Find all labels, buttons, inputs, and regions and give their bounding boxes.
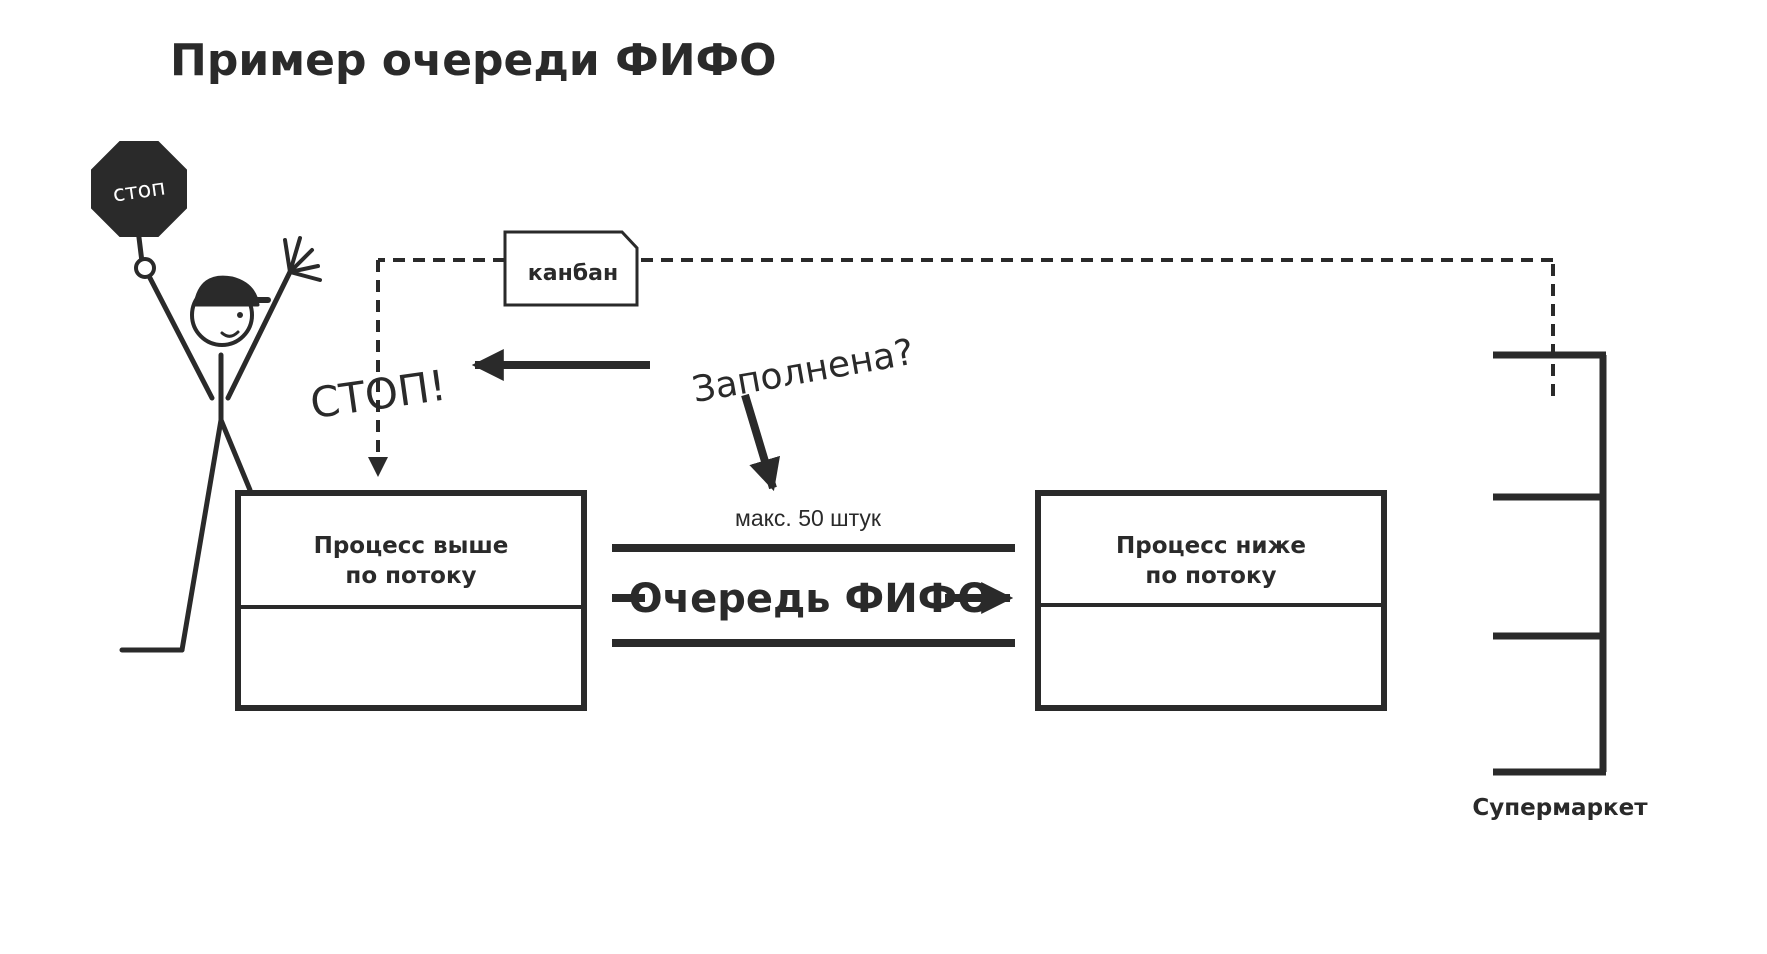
stop-sign-octagon [91,141,187,237]
kanban-loop [368,258,1555,477]
kanban-card: канбан [503,230,639,307]
question-arrow [741,393,781,492]
full-question: Заполнена? [689,332,917,411]
stick-figure [119,202,322,653]
downstream-process-line1: Процесс ниже [1116,533,1306,559]
supermarket-shelf [1493,351,1607,776]
stop-shout: СТОП! [307,361,449,429]
kanban-label: канбан [528,261,618,286]
stop-sign: стоп [91,141,187,237]
downstream-process-line2: по потоку [1145,563,1276,589]
supermarket-label: Супермаркет [1472,795,1648,821]
diagram-title: Пример очереди ФИФО [170,35,777,86]
queue-capacity: макс. 50 штук [735,505,882,531]
queue-label: Очередь ФИФО [629,576,992,622]
upstream-process-line1: Процесс выше [314,533,509,559]
upstream-process-line2: по потоку [345,563,476,589]
upstream-process-box: Процесс выше по потоку [235,490,587,711]
downstream-process-box: Процесс ниже по потоку [1035,490,1387,711]
fifo-lane: макс. 50 штук Очередь ФИФО [612,505,1015,647]
